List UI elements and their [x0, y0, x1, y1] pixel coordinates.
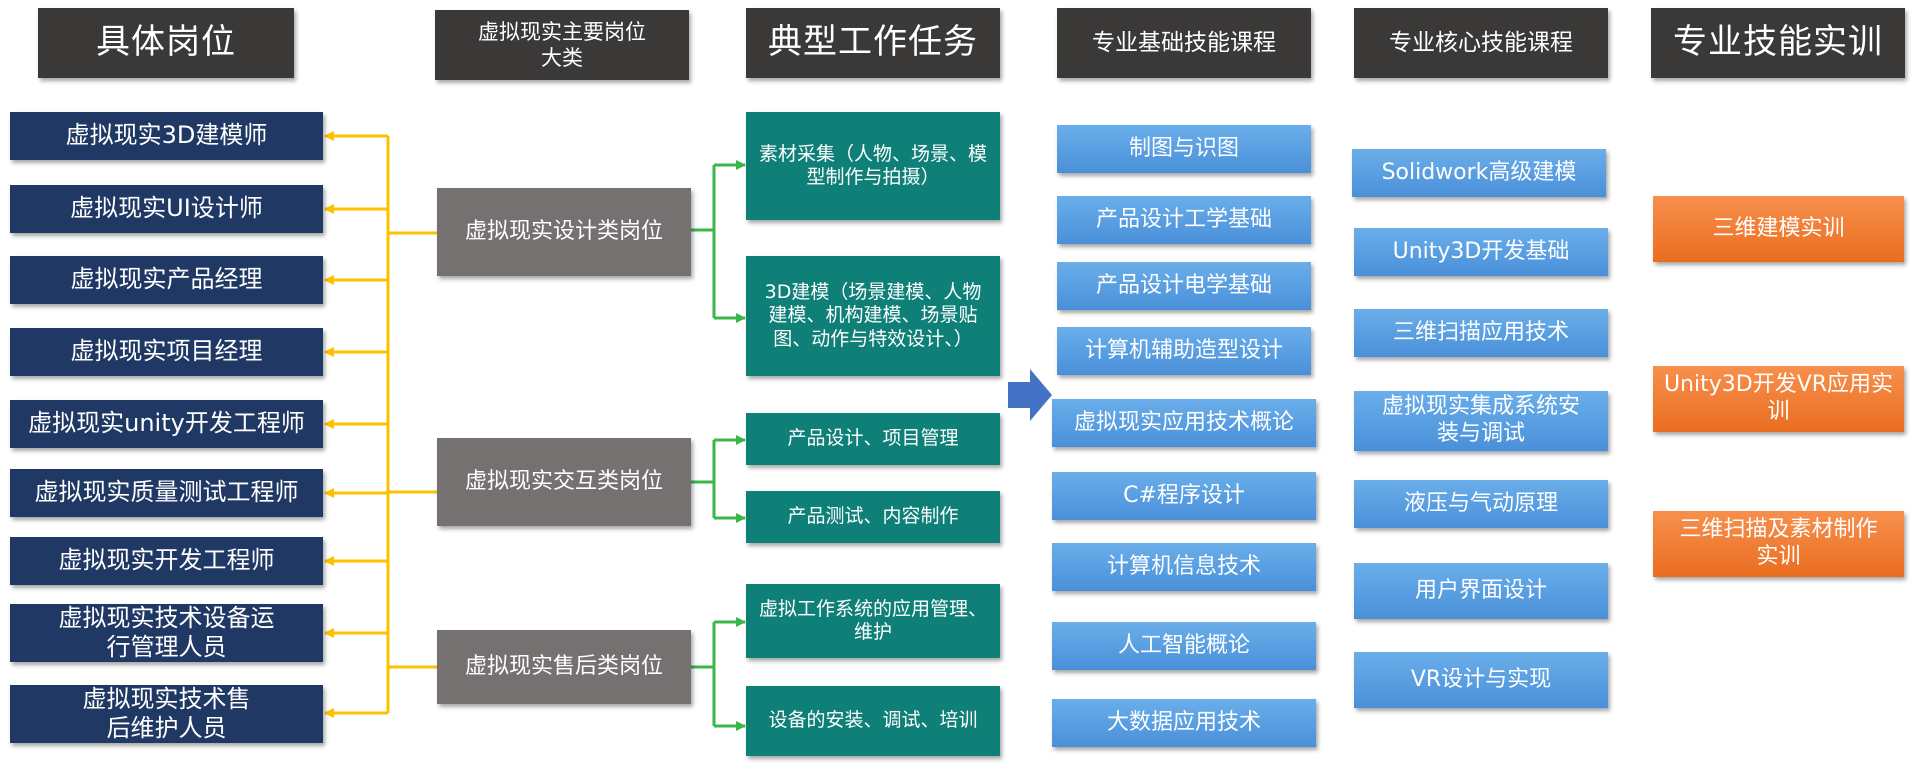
header-categories: 虚拟现实主要岗位大类: [435, 10, 689, 80]
category-box: 虚拟现实售后类岗位: [437, 630, 691, 704]
training-box: 三维建模实训: [1653, 196, 1904, 262]
task-box: 产品设计、项目管理: [746, 413, 1000, 465]
core-course-box: 三维扫描应用技术: [1354, 309, 1608, 357]
header-positions: 具体岗位: [38, 8, 294, 78]
position-box: 虚拟现实质量测试工程师: [10, 469, 323, 517]
position-box: 虚拟现实3D建模师: [10, 112, 323, 160]
position-box: 虚拟现实技术售后维护人员: [10, 685, 323, 743]
task-box: 素材采集（人物、场景、模型制作与拍摄）: [746, 112, 1000, 220]
task-box: 3D建模（场景建模、人物建模、机构建模、场景贴图、动作与特效设计、）: [746, 256, 1000, 376]
base-course-box: 制图与识图: [1057, 125, 1311, 173]
base-course-box: 产品设计工学基础: [1057, 196, 1311, 244]
training-box: 三维扫描及素材制作实训: [1653, 511, 1904, 577]
core-course-box: 虚拟现实集成系统安装与调试: [1354, 391, 1608, 451]
position-box: 虚拟现实技术设备运行管理人员: [10, 604, 323, 662]
base-course-box: 大数据应用技术: [1052, 699, 1316, 747]
task-box: 设备的安装、调试、培训: [746, 686, 1000, 756]
category-box: 虚拟现实交互类岗位: [437, 438, 691, 526]
yellow-connector: [324, 131, 437, 718]
base-course-box: C#程序设计: [1052, 472, 1316, 520]
base-course-box: 人工智能概论: [1052, 622, 1316, 670]
category-box: 虚拟现实设计类岗位: [437, 188, 691, 276]
position-box: 虚拟现实unity开发工程师: [10, 400, 323, 448]
core-course-box: VR设计与实现: [1354, 652, 1608, 708]
header-base-courses: 专业基础技能课程: [1057, 8, 1311, 78]
core-course-box: 液压与气动原理: [1354, 480, 1608, 528]
header-training: 专业技能实训: [1651, 8, 1905, 78]
green-connector: [691, 160, 746, 731]
header-tasks: 典型工作任务: [746, 8, 1000, 78]
position-box: 虚拟现实开发工程师: [10, 537, 323, 585]
position-box: 虚拟现实产品经理: [10, 256, 323, 304]
task-box: 虚拟工作系统的应用管理、维护: [746, 584, 1000, 658]
task-box: 产品测试、内容制作: [746, 491, 1000, 543]
flow-arrow-icon: [1008, 369, 1052, 421]
base-course-box: 计算机辅助造型设计: [1057, 327, 1311, 375]
training-box: Unity3D开发VR应用实训: [1653, 366, 1904, 432]
core-course-box: 用户界面设计: [1354, 563, 1608, 619]
position-box: 虚拟现实UI设计师: [10, 185, 323, 233]
base-course-box: 产品设计电学基础: [1057, 262, 1311, 310]
base-course-box: 虚拟现实应用技术概论: [1052, 399, 1316, 447]
base-course-box: 计算机信息技术: [1052, 543, 1316, 591]
core-course-box: Solidwork高级建模: [1352, 149, 1606, 197]
position-box: 虚拟现实项目经理: [10, 328, 323, 376]
core-course-box: Unity3D开发基础: [1354, 228, 1608, 276]
header-core-courses: 专业核心技能课程: [1354, 8, 1608, 78]
